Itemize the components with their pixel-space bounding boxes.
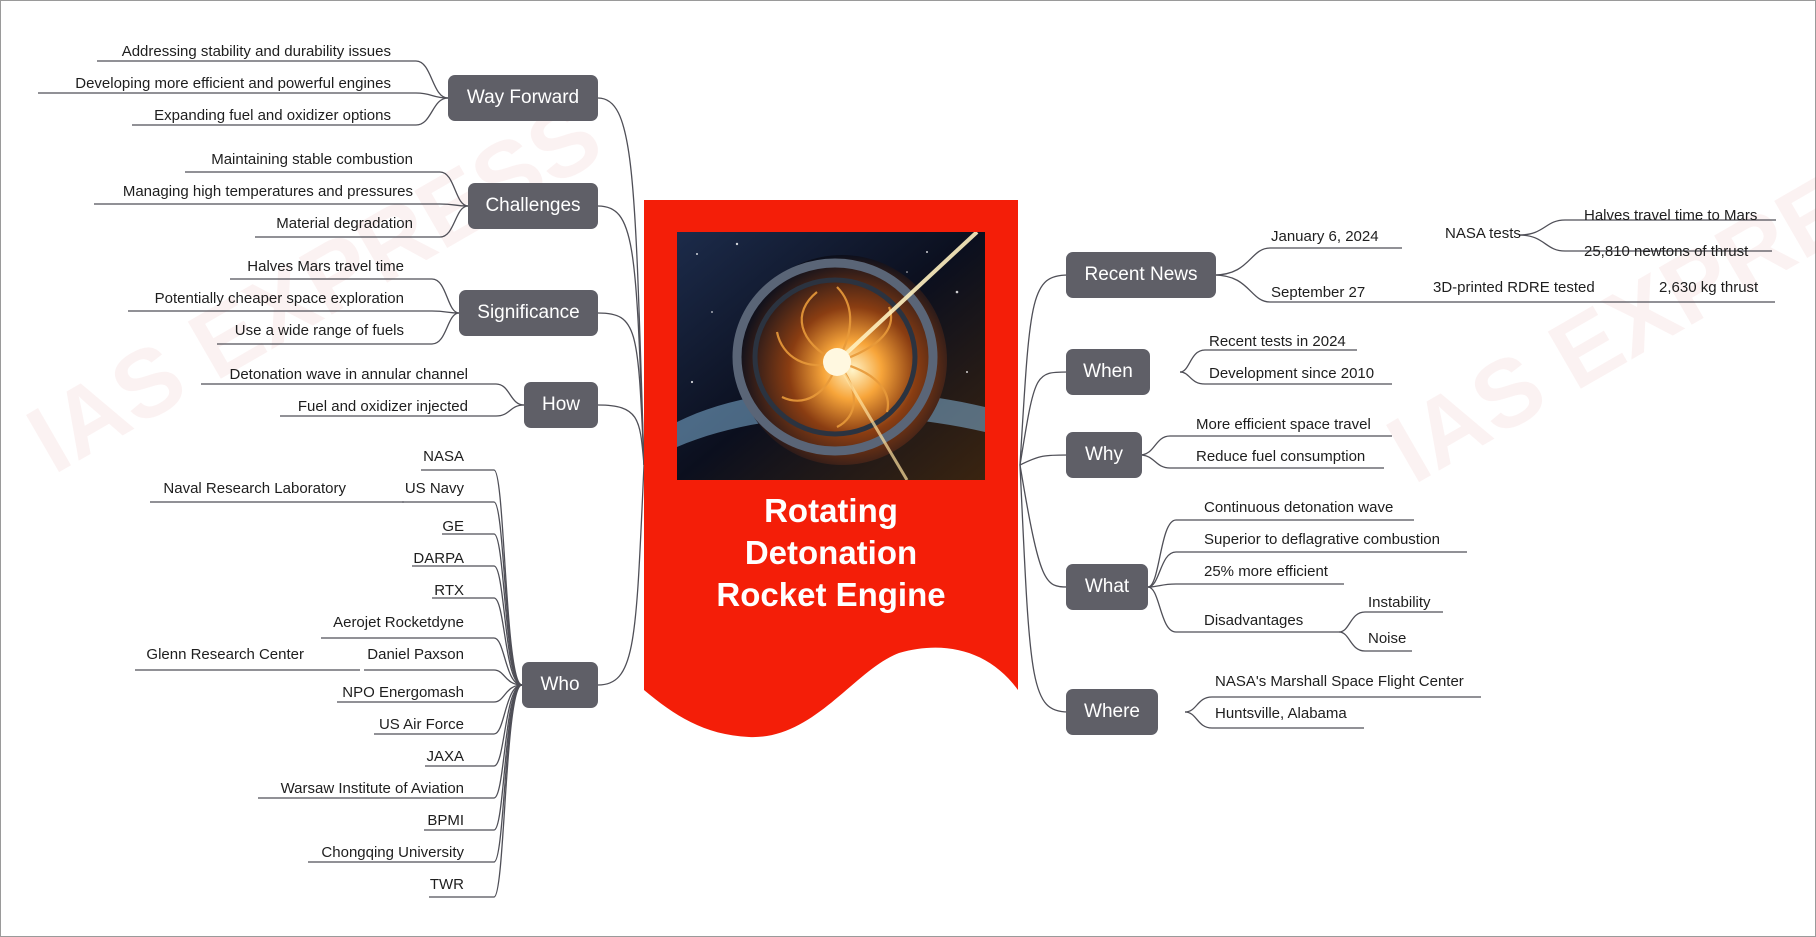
link-why-children bbox=[1139, 435, 1392, 456]
branch-way-forward[interactable]: Way Forward bbox=[448, 75, 598, 121]
link-when-children bbox=[1179, 349, 1357, 373]
node-twr[interactable]: TWR bbox=[429, 876, 464, 893]
link-how-children bbox=[201, 383, 525, 406]
node-naval-research-lab[interactable]: Naval Research Laboratory bbox=[163, 480, 346, 497]
link-january bbox=[1213, 247, 1385, 276]
link-recent-news bbox=[1019, 274, 1069, 466]
node-continuous-detonation-wave[interactable]: Continuous detonation wave bbox=[1204, 499, 1394, 516]
node-wide-range-fuels[interactable]: Use a wide range of fuels bbox=[234, 322, 404, 339]
node-fuel-oxidizer-options[interactable]: Expanding fuel and oxidizer options bbox=[154, 107, 391, 124]
branch-where[interactable]: Where bbox=[1066, 689, 1158, 735]
node-huntsville-alabama[interactable]: Huntsville, Alabama bbox=[1215, 705, 1347, 722]
node-stable-combustion[interactable]: Maintaining stable combustion bbox=[211, 151, 413, 168]
link-challenges-children bbox=[185, 171, 469, 207]
node-superior-deflagrative[interactable]: Superior to deflagrative combustion bbox=[1204, 531, 1440, 548]
node-jaxa[interactable]: JAXA bbox=[426, 748, 464, 765]
node-january-6-2024[interactable]: January 6, 2024 bbox=[1271, 228, 1379, 245]
link-when bbox=[1019, 371, 1069, 466]
link-why bbox=[1019, 454, 1069, 466]
node-3d-printed-rdre[interactable]: 3D-printed RDRE tested bbox=[1433, 279, 1595, 296]
node-us-air-force[interactable]: US Air Force bbox=[378, 716, 464, 733]
central-title-line-2: Detonation bbox=[744, 534, 918, 571]
link-challenges bbox=[597, 205, 645, 466]
node-us-navy[interactable]: US Navy bbox=[404, 480, 464, 497]
node-noise[interactable]: Noise bbox=[1368, 630, 1407, 647]
node-ge[interactable]: GE bbox=[442, 518, 464, 535]
node-nasa[interactable]: NASA bbox=[423, 448, 464, 465]
link-newtons bbox=[1518, 234, 1772, 252]
central-title-line-1: Rotating bbox=[764, 492, 898, 529]
node-marshall-space-flight-center[interactable]: NASA's Marshall Space Flight Center bbox=[1215, 673, 1464, 690]
node-bpmi[interactable]: BPMI bbox=[427, 812, 464, 829]
node-newtons-thrust[interactable]: 25,810 newtons of thrust bbox=[1584, 243, 1749, 260]
link-what bbox=[1019, 464, 1069, 588]
node-25-percent-efficient[interactable]: 25% more efficient bbox=[1204, 563, 1328, 580]
node-cheaper-exploration[interactable]: Potentially cheaper space exploration bbox=[154, 290, 404, 307]
node-high-temperatures[interactable]: Managing high temperatures and pressures bbox=[122, 183, 413, 200]
link-september bbox=[1213, 274, 1405, 303]
node-glenn-research-center[interactable]: Glenn Research Center bbox=[146, 646, 304, 663]
node-instability[interactable]: Instability bbox=[1368, 594, 1431, 611]
central-topic-title: Rotating Detonation Rocket Engine bbox=[644, 490, 1018, 616]
link-what-children bbox=[1147, 519, 1414, 588]
node-chongqing-university[interactable]: Chongqing University bbox=[321, 844, 464, 861]
node-halves-travel-time[interactable]: Halves travel time to Mars bbox=[1584, 207, 1758, 224]
link-way-forward-children bbox=[97, 60, 449, 99]
central-topic-card: Rotating Detonation Rocket Engine bbox=[644, 200, 1018, 740]
node-kg-thrust[interactable]: 2,630 kg thrust bbox=[1659, 279, 1759, 296]
node-warsaw-institute[interactable]: Warsaw Institute of Aviation bbox=[280, 780, 464, 797]
node-disadvantages[interactable]: Disadvantages bbox=[1204, 612, 1304, 629]
link-halves bbox=[1518, 219, 1776, 236]
node-darpa[interactable]: DARPA bbox=[413, 550, 464, 567]
node-fuel-oxidizer-injected[interactable]: Fuel and oxidizer injected bbox=[297, 398, 468, 415]
link-way-forward bbox=[597, 97, 645, 466]
branch-recent-news[interactable]: Recent News bbox=[1066, 252, 1216, 298]
branch-what[interactable]: What bbox=[1066, 564, 1148, 610]
link-significance-children bbox=[230, 278, 460, 314]
rocket-engine-illustration bbox=[677, 232, 985, 480]
link-who bbox=[597, 464, 645, 686]
link-where bbox=[1019, 464, 1069, 713]
branch-challenges[interactable]: Challenges bbox=[468, 183, 598, 229]
node-stability-durability[interactable]: Addressing stability and durability issu… bbox=[121, 43, 391, 60]
branch-why[interactable]: Why bbox=[1066, 432, 1142, 478]
node-efficient-space-travel[interactable]: More efficient space travel bbox=[1196, 416, 1371, 433]
link-significance bbox=[597, 312, 645, 466]
branch-how[interactable]: How bbox=[524, 382, 598, 428]
branch-when[interactable]: When bbox=[1066, 349, 1150, 395]
link-disadvantages-children bbox=[1338, 611, 1443, 633]
central-title-line-3: Rocket Engine bbox=[716, 576, 946, 613]
node-daniel-paxson[interactable]: Daniel Paxson bbox=[367, 646, 464, 663]
node-aerojet-rocketdyne[interactable]: Aerojet Rocketdyne bbox=[333, 614, 464, 631]
node-reduce-fuel[interactable]: Reduce fuel consumption bbox=[1196, 448, 1366, 465]
node-rtx[interactable]: RTX bbox=[434, 582, 464, 599]
node-npo-energomash[interactable]: NPO Energomash bbox=[342, 684, 464, 701]
node-halves-mars-travel[interactable]: Halves Mars travel time bbox=[247, 258, 404, 275]
node-material-degradation[interactable]: Material degradation bbox=[276, 215, 413, 232]
node-detonation-annular[interactable]: Detonation wave in annular channel bbox=[229, 366, 469, 383]
link-where-children bbox=[1184, 696, 1481, 713]
link-how bbox=[597, 404, 645, 466]
node-efficient-powerful-engines[interactable]: Developing more efficient and powerful e… bbox=[75, 75, 391, 92]
node-recent-tests-2024[interactable]: Recent tests in 2024 bbox=[1209, 333, 1346, 350]
node-nasa-tests[interactable]: NASA tests bbox=[1445, 225, 1521, 242]
node-september-27[interactable]: September 27 bbox=[1271, 284, 1366, 301]
node-development-since-2010[interactable]: Development since 2010 bbox=[1209, 365, 1375, 382]
branch-who[interactable]: Who bbox=[522, 662, 598, 708]
branch-significance[interactable]: Significance bbox=[459, 290, 598, 336]
